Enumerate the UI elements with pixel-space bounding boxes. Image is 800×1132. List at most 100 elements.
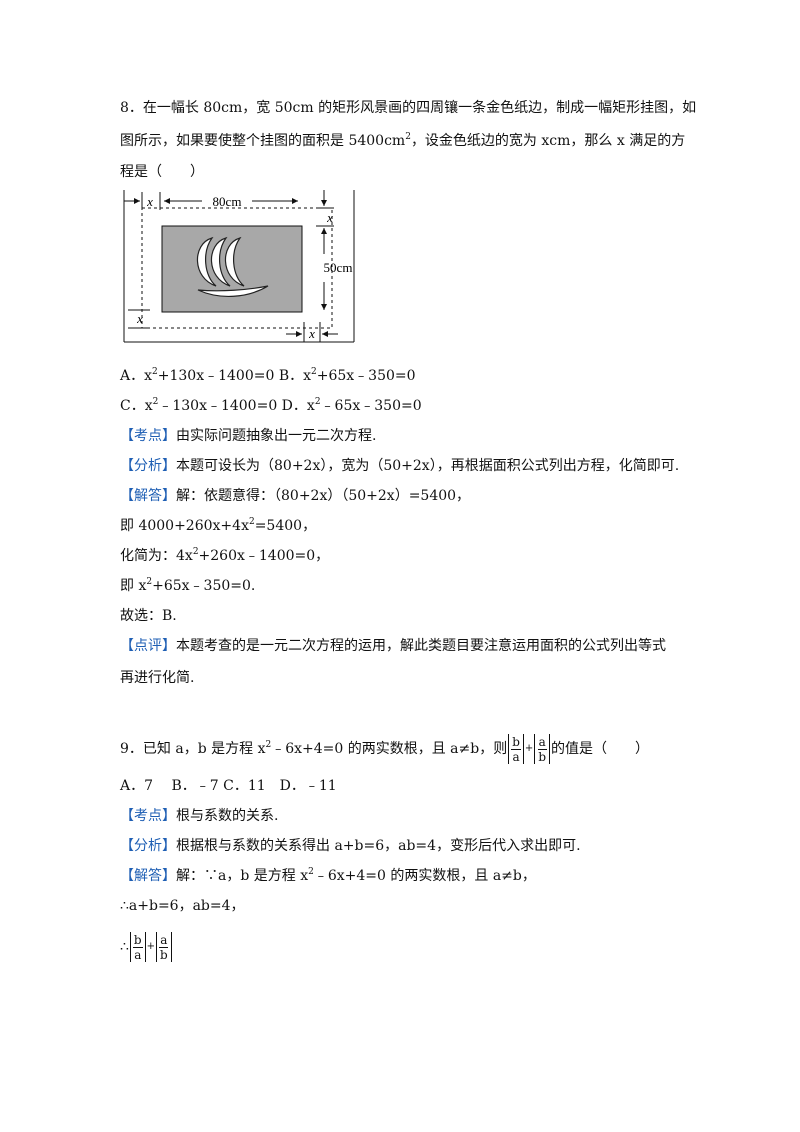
q9-fenxi-tag: 【分析】 (120, 838, 176, 854)
q8-fenxi-tag: 【分析】 (120, 458, 176, 474)
q8-dianping-tag: 【点评】 (120, 638, 176, 654)
dim-x-br-arrow-r (322, 331, 328, 337)
dim-x-tr-label: x (326, 210, 333, 225)
q8-opt-a-pre: A．x (120, 368, 153, 384)
q8-kaodian: 【考点】由实际问题抽象出一元二次方程. (120, 426, 376, 446)
dim-x-bl-label: x (136, 311, 143, 326)
q9-options: A．7 B．﹣7 C．11 D．﹣11 (120, 778, 337, 794)
q8-opt-cd-mid: ﹣130x﹣1400=0 D．x (158, 398, 315, 414)
q9-kaodian-text: 根与系数的关系. (176, 808, 279, 824)
dim-x-tr-arrow (321, 200, 327, 206)
q9-step2-frac1-num: b (132, 932, 143, 948)
figure-boat-drawing (196, 236, 269, 297)
dim-50-arrow-top (321, 228, 327, 234)
q8-figure: 80cm x 50cm x x x (123, 190, 355, 343)
q8-opt-a-sup: 2 (152, 367, 158, 377)
q8-choose: 故选：B. (120, 608, 177, 624)
q8-opt-c-sup: 2 (152, 397, 159, 407)
q8-opt-b-post: +65x﹣350=0 (316, 368, 416, 384)
q9-jieda-a: 解：∵a，b 是方程 x (176, 868, 309, 884)
q8-step1-b: =5400， (254, 518, 317, 534)
q8-fenxi-text: 本题可设长为（80+2x），宽为（50+2x），再根据面积公式列出方程，化简即可… (176, 458, 680, 474)
q8-step3: 即 x2+65x﹣350=0. (120, 576, 255, 596)
q9-jieda: 【解答】解：∵a，b 是方程 x2﹣6x+4=0 的两实数根，且 a≠b， (120, 866, 536, 886)
q8-fenxi: 【分析】本题可设长为（80+2x），宽为（50+2x），再根据面积公式列出方程，… (120, 456, 679, 476)
q9-kaodian-tag: 【考点】 (120, 808, 176, 824)
q9-fenxi: 【分析】根据根与系数的关系得出 a+b=6，ab=4，变形后代入求出即可. (120, 836, 581, 856)
q8-stem-line1: 8．在一幅长 80cm，宽 50cm 的矩形风景画的四周镶一条金色纸边，制成一幅… (120, 100, 697, 116)
q8-step3-a: 即 x (120, 578, 147, 594)
q9-step2-plus: + (146, 941, 155, 952)
q9-step2-prefix: ∴ (120, 939, 129, 955)
q9-frac1-num: b (511, 734, 521, 750)
q8-jieda-text: 解：依题意得：（80+2x）（50+2x）=5400， (176, 488, 471, 504)
q8-step1-a: 即 4000+260x+4x (120, 518, 249, 534)
q8-options-cd: C．x2﹣130x﹣1400=0 D．x2﹣65x﹣350=0 (120, 396, 422, 416)
q8-stem-sup: 2 (405, 132, 411, 142)
q9-plus: + (524, 743, 534, 754)
dim-x-br-arrow-l (296, 331, 302, 337)
q9-jieda-b: ﹣6x+4=0 的两实数根，且 a≠b， (313, 868, 536, 884)
q9-step2-abs-bar-1 (129, 932, 131, 962)
q8-step1: 即 4000+260x+4x2=5400， (120, 516, 316, 536)
dim-x-tl-arrow (134, 198, 140, 204)
q9-step1: ∴a+b=6，ab=4， (120, 898, 245, 914)
q9-frac2-den: b (538, 749, 546, 764)
q9-abs-bar-1 (508, 734, 510, 764)
q8-step2-a: 化简为：4x (120, 548, 193, 564)
q9-stem-c: 的值是（ ） (551, 741, 649, 757)
q9-step2-frac2-den: b (160, 947, 168, 962)
q9-kaodian: 【考点】根与系数的关系. (120, 806, 278, 826)
q8-dianping: 【点评】本题考查的是一元二次方程的运用，解此类题目要注意运用面积的公式列出等式 (120, 636, 666, 656)
q8-stem-line2-a: 图所示，如果要使整个挂图的面积是 5400cm (120, 133, 406, 149)
q8-opt-c-pre: C．x (120, 398, 153, 414)
q9-step2-frac2-num: a (159, 932, 169, 948)
q9-step2-abs-bar-2 (144, 932, 146, 962)
dim-x-tl-label: x (146, 194, 153, 209)
q9-abs-bar-4 (549, 734, 550, 764)
q9-fenxi-text: 根据根与系数的关系得出 a+b=6，ab=4，变形后代入求出即可. (176, 838, 581, 854)
q9-abs-bar-3 (534, 734, 536, 764)
q8-step2: 化简为：4x2+260x﹣1400=0， (120, 546, 329, 566)
q8-opt-b-sup: 2 (311, 367, 317, 377)
q8-jieda: 【解答】解：依题意得：（80+2x）（50+2x）=5400， (120, 486, 470, 506)
q8-step2-b: +260x﹣1400=0， (198, 548, 330, 564)
q9-stem-b: ﹣6x+4=0 的两实数根，且 a≠b，则 (271, 741, 508, 757)
q9-frac1-den: a (512, 749, 520, 764)
q9-abs-bar-2 (522, 734, 524, 764)
q9-step2-abs-bar-3 (156, 932, 157, 962)
q9-step2-abs-bar-4 (170, 932, 172, 962)
q8-stem-line2: 图所示，如果要使整个挂图的面积是 5400cm2，设金色纸边的宽为 xcm，那么… (120, 131, 685, 151)
q8-step2-sup: 2 (192, 547, 199, 557)
q8-step3-sup: 2 (146, 577, 153, 587)
q8-stem-line2-b: ，设金色纸边的宽为 xcm，那么 x 满足的方 (410, 133, 686, 149)
q8-dianping-line2: 再进行化简. (120, 670, 195, 686)
q8-options-ab: A．x2+130x﹣1400=0 B．x2+65x﹣350=0 (120, 366, 416, 386)
q8-kaodian-text: 由实际问题抽象出一元二次方程. (176, 428, 377, 444)
q8-opt-d-sup: 2 (314, 397, 321, 407)
q8-opt-d-post: ﹣65x﹣350=0 (320, 398, 422, 414)
q8-dianping-text1: 本题考查的是一元二次方程的运用，解此类题目要注意运用面积的公式列出等式 (176, 638, 666, 654)
q8-jieda-tag: 【解答】 (120, 488, 176, 504)
q8-step1-sup: 2 (248, 517, 255, 527)
dim-80-label: 80cm (213, 194, 242, 209)
q8-step3-b: +65x﹣350=0. (152, 578, 256, 594)
dim-80-arrow-right (292, 198, 298, 204)
dim-x-br-label: x (308, 326, 315, 341)
q8-opt-ab-mid: +130x﹣1400=0 B．x (157, 368, 311, 384)
q8-stem-line3: 程是（ ） (120, 164, 204, 180)
dim-50-arrow-bottom (321, 304, 327, 310)
q9-jieda-tag: 【解答】 (120, 868, 176, 884)
q9-stem-a: 9．已知 a，b 是方程 x (120, 741, 266, 757)
q9-jieda-sup: 2 (308, 867, 314, 877)
q9-step2-frac1-den: a (134, 947, 142, 962)
dim-80-arrow-left (164, 198, 170, 204)
dim-50-label: 50cm (324, 260, 353, 275)
figure-dashed-border (141, 207, 333, 329)
